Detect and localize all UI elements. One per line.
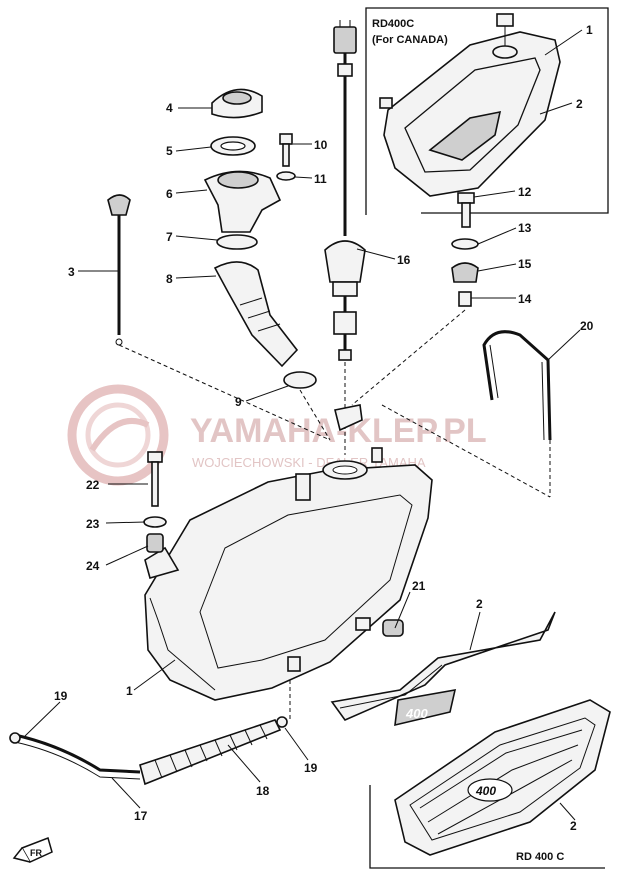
- callout-16: 16: [397, 253, 411, 267]
- callout-15: 15: [518, 257, 532, 271]
- box-caption-line2: (For CANADA): [372, 34, 448, 46]
- sender-tip: [338, 349, 352, 361]
- bolt-10-head: [279, 133, 293, 145]
- tank-mount-post: [295, 473, 311, 501]
- callout-5: 5: [166, 144, 173, 158]
- fuel-gauge-sender-assembly: [324, 20, 366, 361]
- canada-tank-cap-hole: [492, 45, 518, 59]
- canada-variant-box: RD400C (For CANADA): [365, 7, 609, 215]
- callout-18: 18: [256, 784, 270, 798]
- callout-20: 20: [580, 319, 594, 333]
- callout-17: 17: [134, 809, 148, 823]
- tank-outlet: [287, 656, 301, 672]
- callout-2-top: 2: [576, 97, 583, 111]
- hose-clamp-upper: [216, 234, 258, 250]
- callout-4: 4: [166, 101, 173, 115]
- tank-bracket: [371, 447, 383, 463]
- decal-text: 400: [475, 784, 496, 798]
- sender-body: [332, 281, 358, 297]
- damper-24: [146, 533, 164, 553]
- tank-emblem: 400: [330, 611, 556, 727]
- main-fuel-tank: [144, 404, 433, 701]
- tank-petcock-boss: [355, 617, 371, 631]
- gauge-knob: [107, 194, 131, 216]
- callout-19-left: 19: [54, 689, 68, 703]
- bolt-10: [282, 143, 290, 167]
- sender-float: [333, 311, 357, 335]
- emblem-text: 400: [405, 706, 428, 721]
- callout-24: 24: [86, 559, 100, 573]
- sender-unit: [324, 240, 366, 283]
- washer-23: [143, 516, 167, 528]
- callout-11: 11: [314, 172, 327, 186]
- callout-13: 13: [518, 221, 532, 235]
- bolt-12-head: [457, 192, 475, 204]
- box-caption-line1: RD400C: [372, 18, 414, 30]
- callout-12: 12: [518, 185, 532, 199]
- washer-13: [451, 238, 479, 250]
- callout-1-top: 1: [586, 23, 593, 37]
- bolt-22: [151, 461, 159, 507]
- callout-14: 14: [518, 292, 532, 306]
- breather-pipe: [482, 330, 552, 441]
- callout-19-right: 19: [304, 761, 318, 775]
- callout-leaders: [24, 29, 583, 821]
- tank-decal: 400: [394, 699, 611, 856]
- bolt-12: [461, 202, 471, 228]
- fr-label: FR: [30, 848, 42, 858]
- callout-22: 22: [86, 478, 100, 492]
- fuel-hose: [14, 733, 141, 774]
- tank-sender-plate: [334, 404, 363, 432]
- filler-hose: [213, 261, 299, 368]
- callout-8: 8: [166, 272, 173, 286]
- front-arrow-icon: FR: [12, 837, 53, 863]
- callout-9: 9: [235, 395, 242, 409]
- filler-parts: [203, 88, 317, 389]
- canada-tank-badge: [428, 110, 502, 161]
- sender-grommet: [337, 63, 353, 77]
- callout-6: 6: [166, 187, 173, 201]
- callout-labels: 1 2 3 4 5 6 7 8 9 10 11 12 13 14 15 16 1…: [54, 23, 594, 833]
- rd400c-box: [369, 785, 605, 869]
- washer-11: [276, 171, 296, 181]
- watermark-subline: WOJCIECHOWSKI - DEALER YAMAHA: [192, 455, 426, 470]
- assembly-leader-lines: [118, 309, 551, 722]
- bottom-caption: RD 400 C: [516, 851, 564, 863]
- callout-23: 23: [86, 517, 100, 531]
- clip-19-left: [9, 732, 21, 744]
- damper-15: [451, 262, 479, 283]
- sender-connector: [333, 26, 357, 54]
- canada-fuel-tank: [383, 31, 561, 197]
- clip-19-right: [276, 716, 288, 728]
- canada-tank-bracket: [496, 13, 514, 27]
- callout-2-mid: 2: [476, 597, 483, 611]
- callout-3: 3: [68, 265, 75, 279]
- watermark: YAMAHA-KLEP.PL WOJCIECHOWSKI - DEALER YA…: [67, 384, 487, 486]
- hose-clamp-lower: [283, 371, 317, 389]
- callout-2-bottom: 2: [570, 819, 577, 833]
- callout-10: 10: [314, 138, 328, 152]
- canada-tank-mount-left: [379, 97, 393, 109]
- bolt-22-head: [147, 451, 163, 463]
- cap-21: [382, 619, 404, 637]
- callout-1-main: 1: [126, 684, 133, 698]
- filler-neck: [203, 170, 282, 233]
- collar-14: [458, 291, 472, 307]
- callout-21: 21: [412, 579, 426, 593]
- callout-7: 7: [166, 230, 173, 244]
